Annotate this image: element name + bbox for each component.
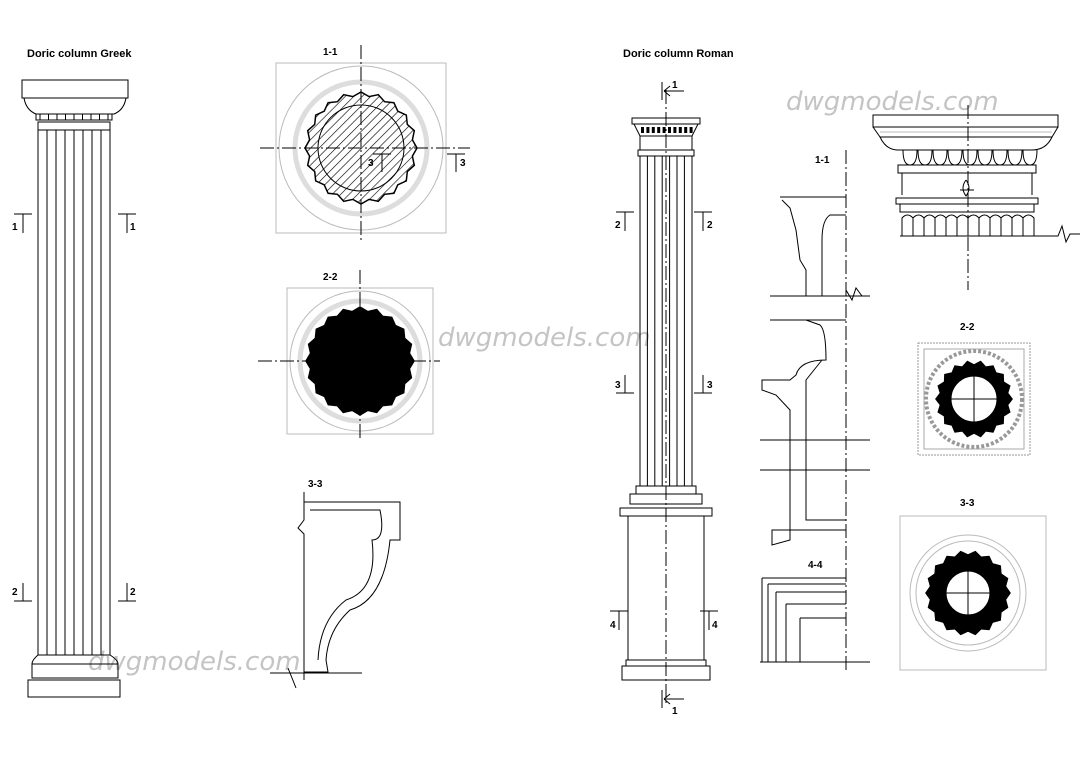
scallop-ornament — [945, 214, 958, 236]
watermark-bottom: dwgmodels.com — [88, 647, 301, 677]
scallop-ornament — [978, 214, 991, 236]
roman-capital-detail — [872, 105, 1080, 290]
greek-section-1-1-label: 1-1 — [323, 47, 338, 58]
scallop-ornament — [1000, 214, 1013, 236]
dentil — [684, 127, 688, 133]
svg-text:2: 2 — [615, 220, 621, 231]
dentil — [673, 127, 677, 133]
roman-section-1-1-label: 1-1 — [815, 155, 830, 166]
svg-text:2: 2 — [130, 587, 136, 598]
svg-text:1: 1 — [672, 80, 678, 91]
scallop-ornament — [956, 214, 969, 236]
roman-cut-1-bottom: 1 — [661, 690, 684, 717]
scallop-ornament — [1011, 214, 1024, 236]
egg-ornament — [977, 149, 993, 166]
roman-section-3-3 — [899, 515, 1047, 671]
scallop-ornament — [989, 214, 1002, 236]
roman-column-elevation — [619, 90, 713, 705]
greek-section-3-3-profile — [270, 492, 401, 689]
greek-cut-3-outer: 3 — [447, 153, 466, 172]
dentil — [651, 127, 655, 133]
roman-section-2-2 — [917, 342, 1031, 456]
roman-cut-4-left: 4 — [610, 610, 628, 631]
svg-text:4: 4 — [712, 620, 718, 631]
roman-cut-4-right: 4 — [700, 610, 718, 631]
dentil — [641, 127, 644, 133]
scallop-ornament — [1022, 214, 1035, 236]
scallop-ornament — [912, 214, 925, 236]
roman-section-4-4-label: 4-4 — [808, 560, 823, 571]
egg-ornament — [902, 149, 918, 166]
title-greek: Doric column Greek — [27, 48, 132, 60]
roman-cut-3-left: 3 — [615, 375, 634, 394]
watermark-middle: dwgmodels.com — [438, 323, 651, 353]
egg-ornament — [932, 149, 948, 166]
svg-text:3: 3 — [707, 380, 713, 391]
roman-cut-2-right: 2 — [694, 211, 713, 231]
greek-cut-2-left: 2 — [12, 583, 32, 602]
svg-text:1: 1 — [12, 222, 18, 233]
svg-text:3: 3 — [615, 380, 621, 391]
greek-cut-2-right: 2 — [118, 583, 136, 602]
scallop-ornament — [967, 214, 980, 236]
svg-text:1: 1 — [130, 222, 136, 233]
watermark-top: dwgmodels.com — [786, 87, 999, 117]
dentil — [646, 127, 650, 133]
scallop-ornament — [934, 214, 947, 236]
egg-ornament — [1007, 149, 1023, 166]
scallop-ornament — [923, 214, 936, 236]
svg-text:3: 3 — [460, 158, 466, 169]
svg-text:1: 1 — [672, 706, 678, 717]
roman-section-2-2-label: 2-2 — [960, 322, 975, 333]
greek-column-elevation — [21, 79, 129, 698]
greek-section-3-3-label: 3-3 — [308, 479, 323, 490]
egg-ornament — [917, 149, 933, 166]
egg-ornament — [962, 149, 978, 166]
dentil — [662, 127, 666, 133]
svg-text:2: 2 — [12, 587, 18, 598]
svg-text:3: 3 — [368, 158, 374, 169]
roman-cut-2-left: 2 — [615, 211, 634, 231]
egg-ornament — [992, 149, 1008, 166]
svg-text:2: 2 — [707, 220, 713, 231]
svg-text:4: 4 — [610, 620, 616, 631]
roman-section-3-3-label: 3-3 — [960, 498, 975, 509]
greek-cut-1-left: 1 — [12, 213, 32, 233]
egg-ornament — [1022, 149, 1038, 166]
dentil — [657, 127, 661, 133]
greek-section-1-1 — [260, 45, 470, 240]
scallop-ornament — [901, 214, 914, 236]
roman-section-1-1-profile — [760, 150, 870, 670]
dentil — [678, 127, 682, 133]
roman-section-4-4-profile — [760, 577, 870, 663]
title-roman: Doric column Roman — [623, 48, 734, 60]
greek-section-2-2-label: 2-2 — [323, 272, 338, 283]
greek-cut-1-right: 1 — [118, 213, 136, 233]
dentil — [668, 127, 671, 133]
roman-cut-1-top: 1 — [661, 80, 684, 100]
egg-ornament — [947, 149, 963, 166]
roman-cut-3-right: 3 — [694, 375, 713, 394]
dentil — [689, 127, 693, 133]
greek-section-2-2 — [258, 270, 440, 440]
greek-cut-3-inner: 3 — [368, 153, 391, 172]
